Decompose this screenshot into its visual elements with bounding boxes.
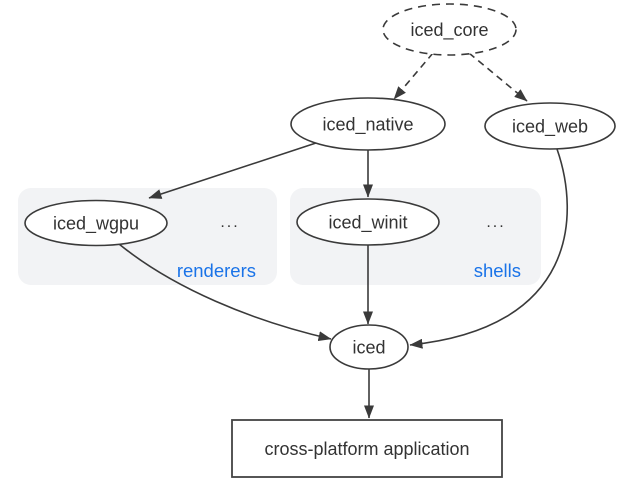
node-iced-winit	[296, 198, 440, 246]
node-iced	[329, 324, 409, 370]
shells-ellipsis: ...	[486, 214, 505, 231]
renderers-label: renderers	[177, 260, 256, 281]
node-iced-wgpu	[24, 199, 168, 247]
node-iced-core	[382, 3, 517, 56]
node-iced-core-label: iced_core	[410, 20, 488, 41]
node-iced-web	[484, 102, 616, 150]
edge-iced-native-to-iced-wgpu	[148, 142, 317, 199]
renderers-ellipsis: ...	[220, 214, 239, 231]
edge-iced-core-to-iced-web	[468, 52, 528, 102]
edge-iced-web-to-iced	[409, 148, 569, 349]
shells-label: shells	[474, 260, 521, 281]
node-iced-native-label: iced_native	[322, 115, 413, 136]
node-iced-native	[290, 97, 446, 151]
node-iced-label: iced	[352, 338, 385, 358]
node-iced-web-label: iced_web	[512, 117, 588, 138]
node-iced-wgpu-label: iced_wgpu	[53, 214, 139, 235]
node-application	[231, 419, 503, 478]
node-iced-winit-label: iced_winit	[328, 213, 407, 234]
edge-iced-wgpu-to-iced	[118, 243, 332, 342]
node-application-label: cross-platform application	[264, 439, 469, 459]
edge-iced-core-to-iced-native	[393, 52, 434, 100]
